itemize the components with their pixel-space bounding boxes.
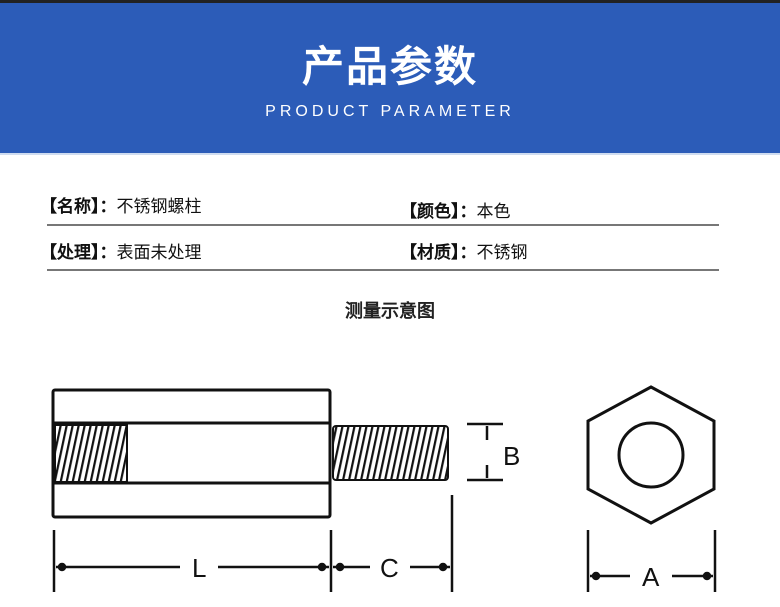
- top-strip: [0, 0, 780, 3]
- param-value: 不锈钢: [476, 243, 528, 263]
- param-value: 不锈钢螺柱: [116, 197, 202, 217]
- divider: [0, 153, 780, 155]
- hex-end-view: [586, 385, 716, 525]
- dimension-lc: [52, 495, 454, 592]
- param-name: 【名称】：不锈钢螺柱: [40, 192, 202, 217]
- label-a: A: [642, 562, 660, 592]
- row-divider: [47, 224, 719, 226]
- header-banner: 产品参数 PRODUCT PARAMETER: [0, 3, 780, 153]
- param-label: 【材质】：: [400, 243, 477, 263]
- dimension-a: [586, 530, 717, 592]
- label-l: L: [192, 553, 206, 583]
- dimension-b: [467, 422, 503, 482]
- diagram-caption: 测量示意图: [345, 301, 435, 322]
- label-b: B: [503, 441, 520, 471]
- param-treatment: 【处理】：表面未处理: [40, 238, 202, 263]
- external-thread: [332, 425, 449, 481]
- internal-thread: [54, 424, 128, 483]
- param-material: 【材质】：不锈钢: [400, 238, 528, 263]
- row-divider: [47, 269, 719, 271]
- param-color: 【颜色】：本色: [400, 197, 511, 222]
- param-value: 表面未处理: [116, 243, 202, 263]
- page-title: 产品参数: [301, 42, 478, 91]
- param-value: 本色: [476, 202, 511, 222]
- page-subtitle: PRODUCT PARAMETER: [265, 103, 515, 120]
- param-label: 【名称】：: [40, 197, 117, 217]
- label-c: C: [380, 553, 399, 583]
- standoff-side-view: [51, 388, 449, 519]
- param-label: 【颜色】：: [400, 202, 477, 222]
- param-label: 【处理】：: [40, 243, 117, 263]
